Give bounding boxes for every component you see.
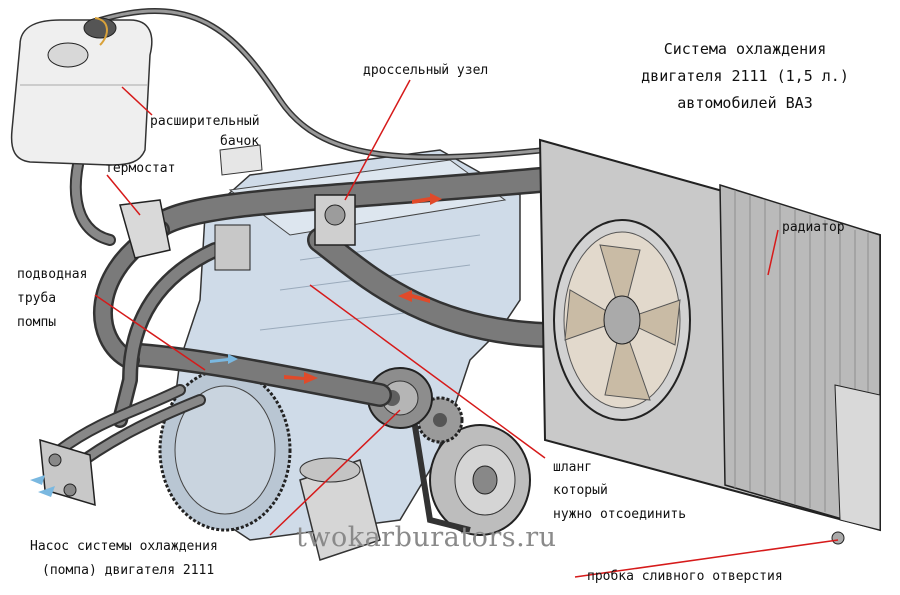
oil-filter (299, 457, 381, 561)
label-thermostat: термостат (105, 161, 176, 176)
diagram-title: Система охлаждения двигателя 2111 (1,5 л… (620, 36, 870, 117)
label-hose-3: нужно отсоединить (553, 507, 687, 522)
leader-lines (94, 79, 839, 578)
thermostat-housing (119, 199, 251, 271)
throttle-body (314, 194, 356, 246)
label-drain-plug: пробка сливного отверстия (587, 569, 783, 584)
timing-belt (407, 394, 471, 533)
flow-arrows (30, 193, 442, 497)
expansion-tank (10, 17, 153, 166)
cooling-fan (553, 219, 691, 421)
water-pump (367, 367, 433, 429)
label-throttle-body: дроссельный узел (363, 63, 489, 78)
label-expansion-tank-2: бачок (220, 134, 260, 149)
label-hose-2: который (553, 483, 608, 498)
crank-pulley (429, 424, 531, 536)
title-line-1: Система охлаждения (663, 40, 827, 58)
label-hose-1: шланг (553, 460, 593, 475)
watermark: twokarburators.ru (296, 522, 557, 553)
label-pump-1: Насос системы охлаждения (30, 539, 218, 554)
label-pump-inlet-1: подводная (17, 267, 88, 282)
label-pump-2: (помпа) двигателя 2111 (42, 563, 215, 578)
title-line-2: двигателя 2111 (1,5 л.) (641, 67, 849, 85)
label-expansion-tank-1: расширительный (150, 114, 260, 129)
label-pump-inlet-2: труба (17, 291, 57, 306)
title-line-3: автомобилей ВАЗ (677, 94, 813, 112)
label-radiator: радиатор (782, 220, 845, 235)
label-pump-inlet-3: помпы (17, 315, 57, 330)
